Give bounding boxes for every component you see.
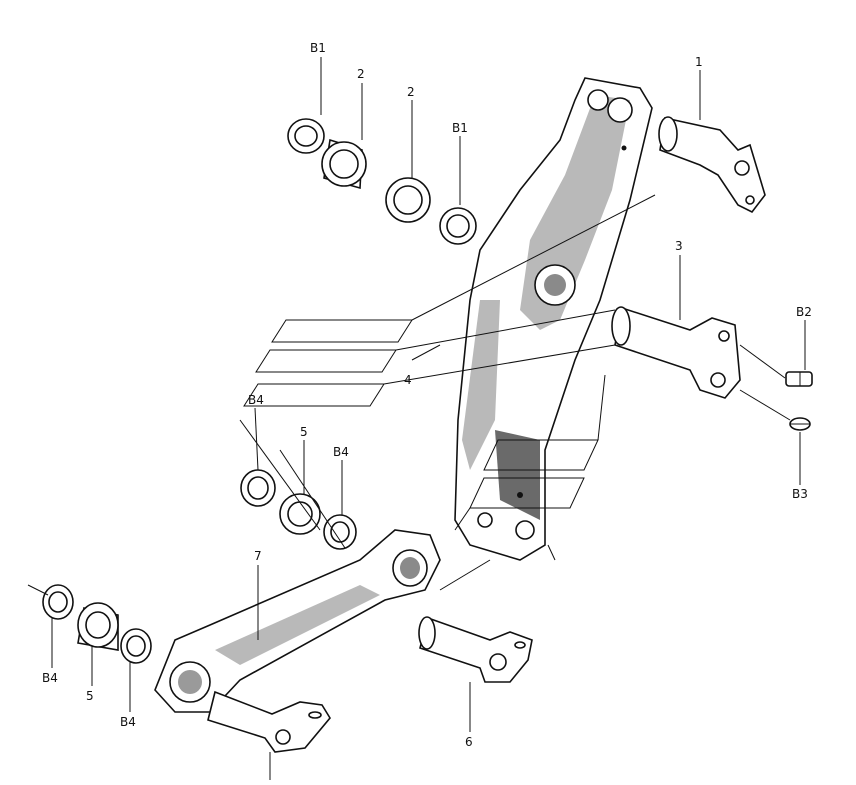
link-7 — [154, 529, 441, 713]
label-b2: B2 — [796, 305, 812, 319]
label-pin-6: 6 — [465, 735, 473, 749]
label-b4-low-left: B4 — [42, 671, 58, 685]
labels: B1 2 2 B1 1 3 B2 B3 4 B4 5 B4 7 B4 5 B4 … — [42, 41, 812, 749]
pin-link-lower — [207, 690, 331, 753]
bushing-2-right — [385, 177, 431, 223]
label-pin-1: 1 — [695, 55, 703, 69]
bushing-5-low — [77, 602, 119, 651]
pin-6 — [418, 616, 533, 683]
washer-b1-top-left — [287, 118, 325, 154]
washer-b4-mid-right — [323, 514, 357, 550]
label-pin-3: 3 — [675, 239, 683, 253]
label-b1-top-right: B1 — [452, 121, 468, 135]
label-b4-mid-right: B4 — [333, 445, 349, 459]
leader-lines — [27, 57, 806, 780]
label-link-7: 7 — [254, 549, 262, 563]
washer-b1-top-right — [439, 207, 477, 245]
label-b1-top-left: B1 — [310, 41, 326, 55]
label-bushing-5-mid: 5 — [300, 425, 308, 439]
pin-1 — [658, 116, 766, 214]
washer-b4-low-right — [120, 628, 152, 664]
bushing-2-left — [321, 138, 367, 190]
label-bushing-5-low: 5 — [86, 689, 94, 703]
label-bushing-2-left: 2 — [357, 67, 365, 81]
washer-b4-mid-left — [240, 469, 276, 507]
bolt-b2 — [785, 371, 813, 387]
label-b4-low-right: B4 — [120, 715, 136, 729]
callout-frames — [243, 319, 599, 509]
label-b3: B3 — [792, 487, 808, 501]
bolt-b3 — [789, 417, 811, 431]
bushing-5-mid — [279, 493, 321, 535]
label-lever-4: 4 — [404, 373, 412, 387]
label-bushing-2-right: 2 — [407, 85, 415, 99]
label-b4-mid-left: B4 — [248, 393, 264, 407]
washer-b4-low-left — [42, 584, 74, 620]
pin-3 — [611, 306, 741, 399]
